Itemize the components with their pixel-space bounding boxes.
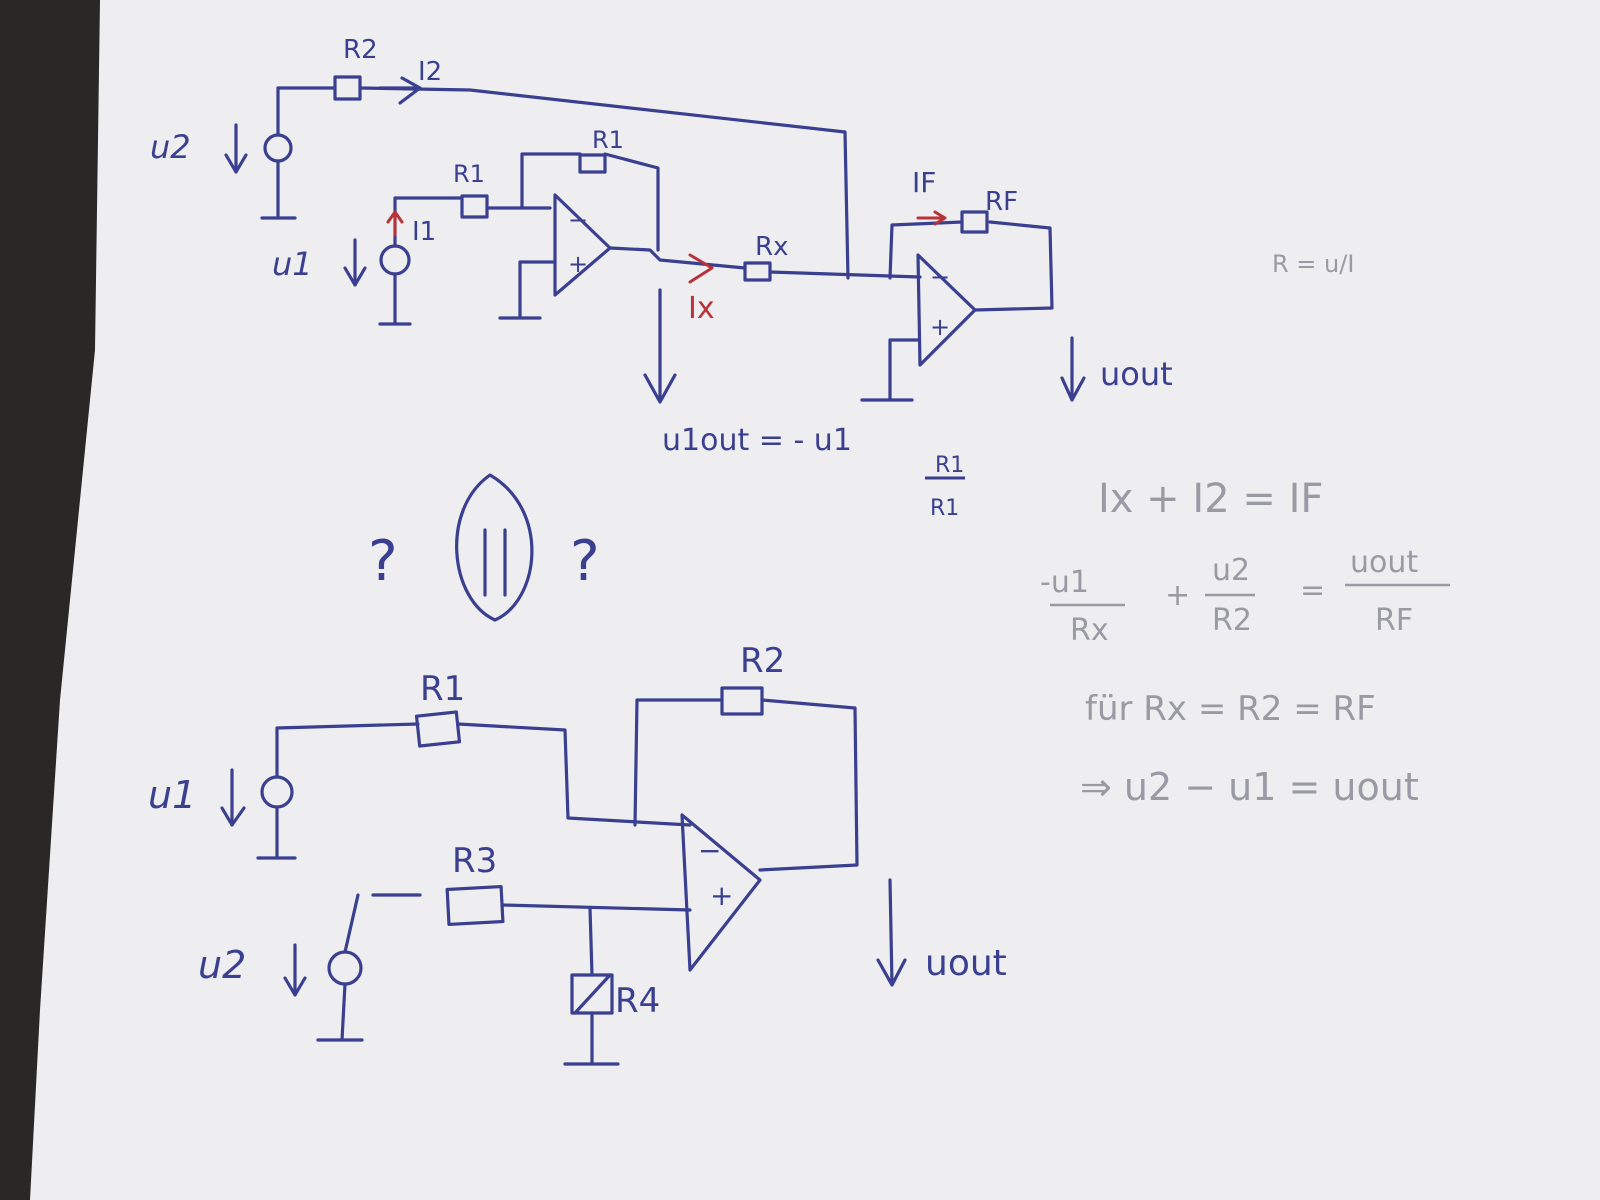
eq-term1-num: -u1 — [1040, 565, 1089, 600]
u2-label: u2 — [150, 128, 191, 166]
bottom-r1-label: R1 — [420, 669, 465, 709]
bottom-uout-arrow — [876, 878, 907, 987]
eq-term1-den: Rx — [1070, 613, 1109, 648]
u2-wires — [260, 86, 337, 220]
u1out-arrow — [643, 288, 677, 404]
eq-rhs-num: uout — [1350, 545, 1418, 580]
bottom-opamp-triangle — [680, 813, 762, 972]
bottom-r4-label: R4 — [615, 981, 660, 1021]
double-arrow-outline — [455, 473, 534, 622]
bottom-u1-wires — [256, 722, 420, 860]
eq-rhs-den: RF — [1375, 603, 1413, 638]
ix-label: Ix — [688, 291, 715, 326]
bottom-r3-label: R3 — [452, 841, 497, 881]
u1out-fraction-num: R1 — [935, 453, 964, 478]
rx-label: Rx — [755, 232, 788, 262]
paper-sheet — [30, 0, 1600, 1200]
i2-arrow — [378, 76, 422, 105]
equivalence-question — [455, 473, 534, 622]
opamp1-minus: − — [568, 206, 588, 234]
u1out-equation: u1out = - u1 — [662, 423, 852, 458]
rx-to-summing-wire — [768, 270, 922, 279]
opamp2-minus: − — [930, 263, 950, 291]
bottom-r4-slash — [573, 973, 612, 1015]
r1-input-label: R1 — [453, 160, 485, 188]
bottom-circuit — [220, 686, 907, 1066]
bottom-u2-arrow — [283, 943, 307, 997]
opamp2-ground — [860, 338, 920, 402]
r1-feedback-label: R1 — [592, 126, 624, 154]
result-equation: ⇒ u2 − u1 = uout — [1080, 765, 1419, 809]
if-label: IF — [912, 166, 936, 199]
bottom-r3-to-noninverting-wire — [500, 903, 692, 912]
rf-label: RF — [985, 187, 1018, 217]
condition-note: für Rx = R2 = RF — [1085, 689, 1376, 729]
red-annotations — [386, 210, 947, 284]
opamp2-plus: + — [930, 313, 950, 341]
bottom-u2-label: u2 — [198, 943, 246, 987]
bottom-r1-to-inverting-wire — [456, 722, 692, 827]
bottom-uout-label: uout — [925, 943, 1007, 984]
i2-label: I2 — [418, 57, 442, 87]
i1-arrow — [386, 210, 404, 237]
bottom-r2-resistor — [720, 686, 764, 716]
bottom-r2-label: R2 — [740, 641, 785, 681]
bottom-u2-wires — [316, 893, 422, 1042]
r2-label: R2 — [343, 35, 378, 65]
bottom-opamp-plus: + — [710, 879, 733, 912]
opamp1-triangle — [553, 193, 612, 297]
opamp2-triangle — [916, 253, 977, 367]
uout-label-top: uout — [1100, 355, 1173, 393]
eq-term2-num: u2 — [1212, 553, 1250, 588]
bottom-opamp-minus: − — [698, 834, 721, 867]
opamp1-feedback-wire — [520, 152, 660, 252]
bottom-feedback-wire — [633, 698, 859, 872]
u1out-fraction-den: R1 — [930, 496, 959, 521]
if-arrow — [916, 210, 947, 226]
ix-arrow — [688, 253, 714, 284]
u1-label: u1 — [272, 245, 313, 283]
current-sum-equation: Ix + I2 = IF — [1098, 476, 1323, 522]
eq-term2-den: R2 — [1212, 603, 1252, 638]
bottom-r1-resistor — [414, 710, 462, 748]
question-right: ? — [570, 529, 600, 594]
u2-arrow — [224, 123, 248, 174]
rf-resistor — [960, 210, 989, 234]
opamp1-plus: + — [568, 250, 588, 278]
u1-arrow — [343, 238, 367, 287]
r1-feedback-resistor — [578, 153, 607, 174]
i1-label: I1 — [412, 217, 436, 247]
eq-equals: = — [1300, 573, 1325, 608]
question-left: ? — [368, 529, 398, 594]
bottom-u1-arrow — [220, 768, 246, 827]
opamp1-ground — [498, 260, 557, 320]
bottom-r4-wires — [563, 906, 620, 1066]
bottom-u1-label: u1 — [148, 773, 196, 817]
eq-plus: + — [1165, 578, 1190, 613]
bottom-r4-resistor — [570, 973, 614, 1015]
ohm-note: R = u/I — [1272, 250, 1354, 278]
uout-arrow-top — [1060, 336, 1086, 402]
